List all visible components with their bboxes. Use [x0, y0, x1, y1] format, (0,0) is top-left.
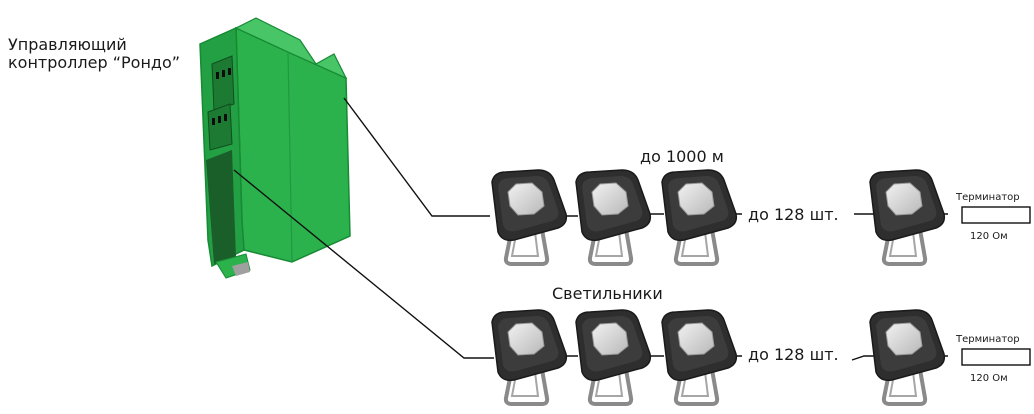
- wire-link: [851, 355, 876, 361]
- chain-2-resistance-label: 120 Ом: [970, 373, 1008, 384]
- light-fixture: [574, 168, 653, 266]
- light-fixture: [868, 168, 947, 266]
- chain-1-terminator-label: Терминатор: [956, 192, 1020, 203]
- chain-2-count-label: до 128 шт.: [748, 345, 839, 364]
- light-fixture: [574, 308, 653, 406]
- chain-2: [490, 308, 947, 406]
- chain-1-count-label: до 128 шт.: [748, 205, 839, 224]
- terminator-resistor: [961, 206, 1031, 224]
- light-fixture: [660, 308, 739, 406]
- chain-1-resistance-label: 120 Ом: [970, 231, 1008, 242]
- light-fixture: [490, 168, 569, 266]
- light-fixture: [490, 308, 569, 406]
- wire-controller-to-chain-1: [343, 97, 490, 217]
- controller-label-line2: контроллер “Рондо”: [8, 53, 181, 73]
- chain-2-terminator-label: Терминатор: [956, 334, 1020, 345]
- light-fixture: [660, 168, 739, 266]
- wire-controller-to-chain-2: [233, 169, 494, 359]
- controller-label: Управляющий контроллер “Рондо”: [8, 35, 181, 73]
- controller-module: [199, 17, 351, 279]
- terminator-resistor: [961, 348, 1031, 366]
- controller-label-line1: Управляющий: [8, 35, 127, 54]
- light-fixture: [868, 308, 947, 406]
- distance-label: до 1000 м: [640, 147, 724, 166]
- chain-1: [490, 168, 947, 266]
- fixtures-label: Светильники: [552, 284, 663, 303]
